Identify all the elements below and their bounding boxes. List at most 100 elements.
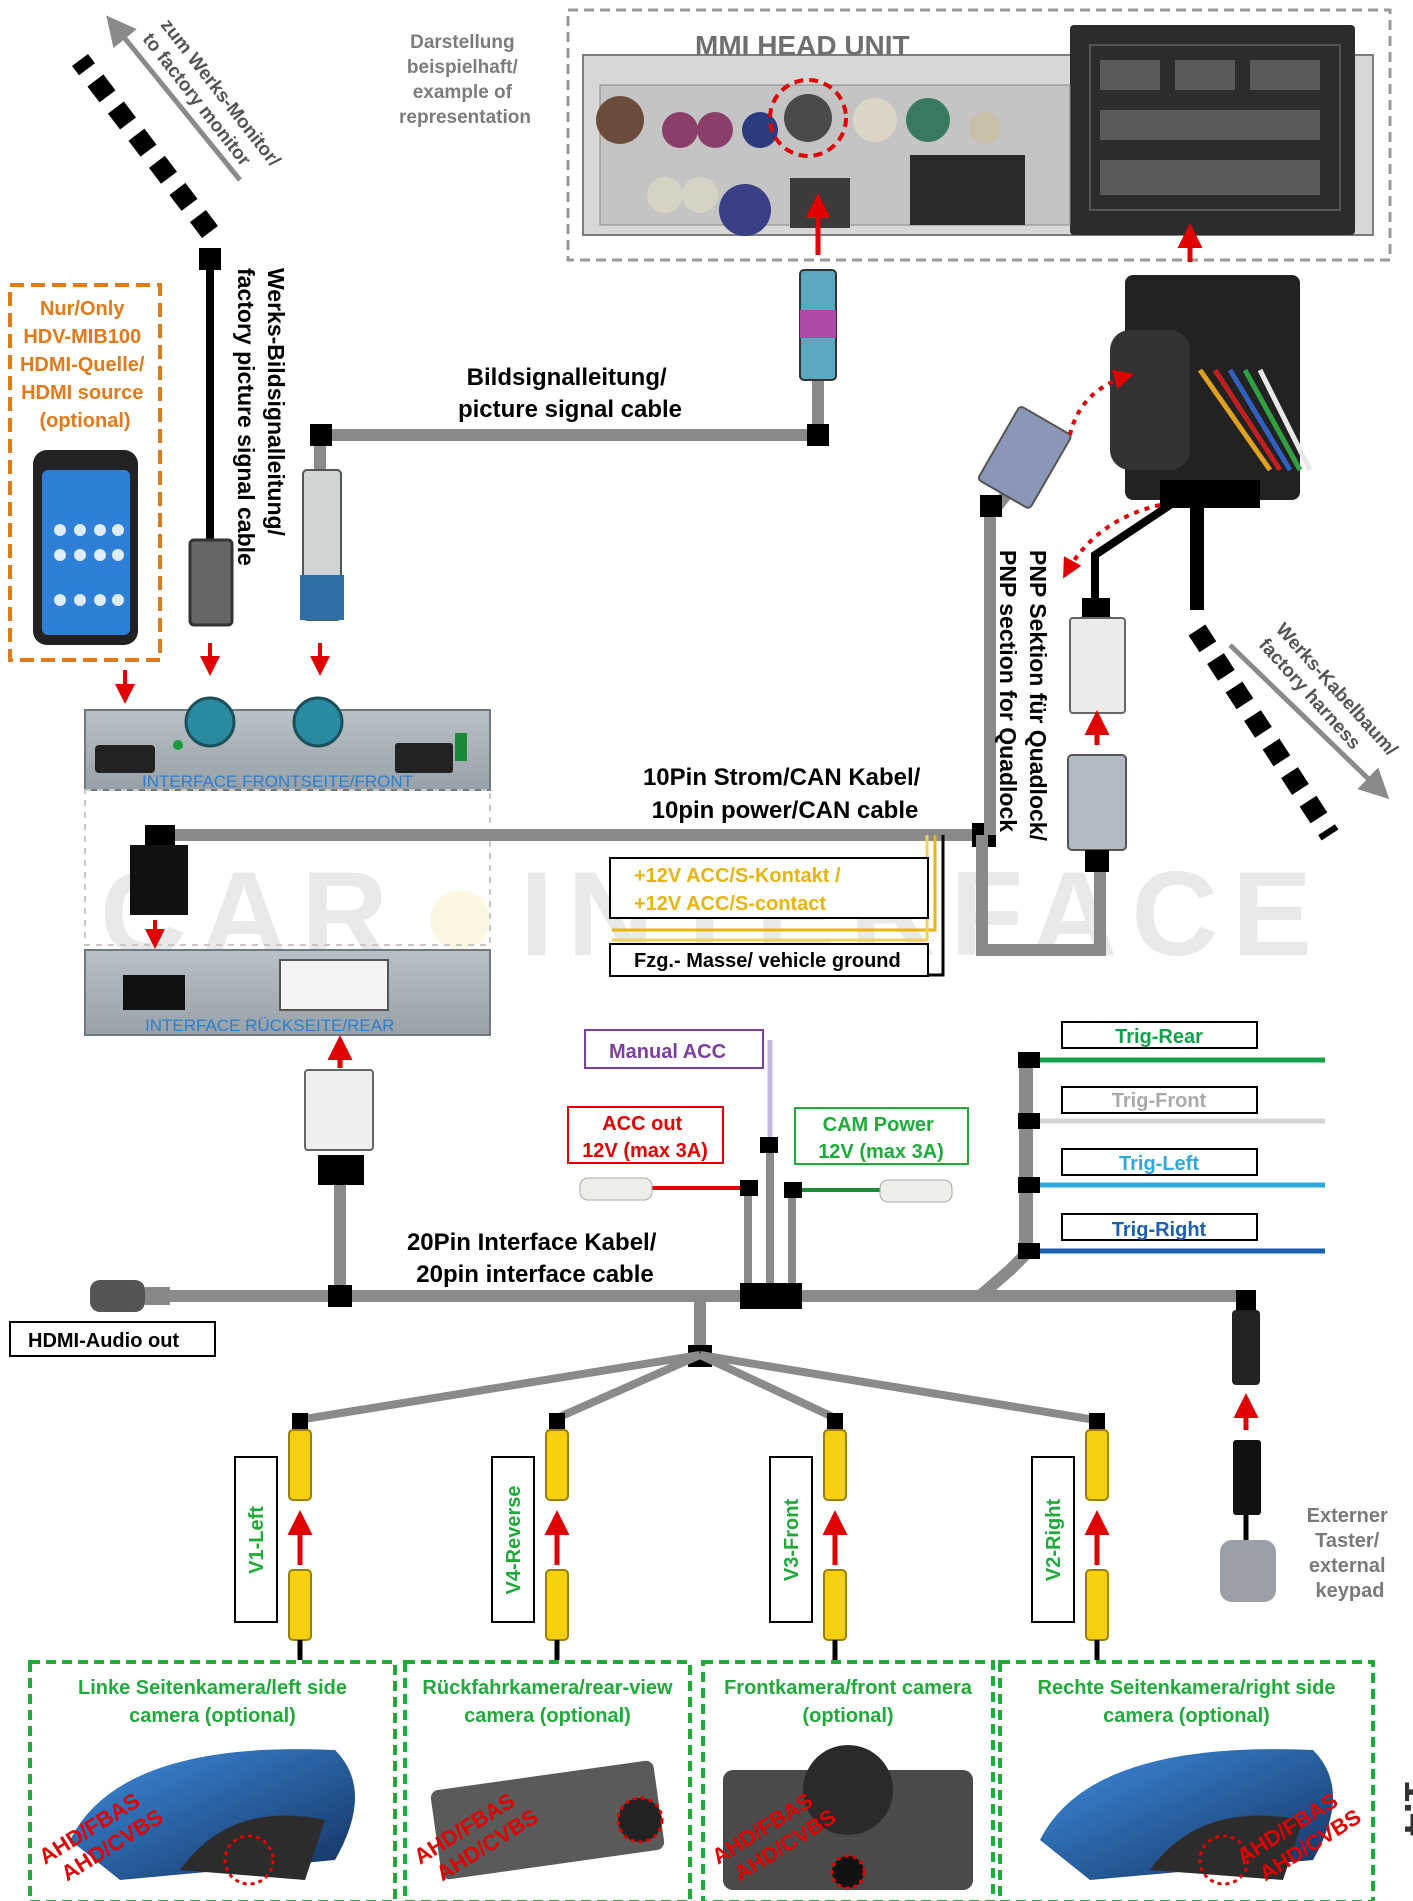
rca-female <box>545 1429 569 1501</box>
hdmi-source-frame <box>8 283 162 662</box>
vehicle-ground-label: Fzg.- Masse/ vehicle ground <box>634 950 901 972</box>
vehicle-ground-box <box>609 943 929 977</box>
manual-acc-label: Manual ACC <box>609 1041 726 1063</box>
trig-right-box <box>1061 1213 1258 1241</box>
acc-out-plug <box>579 1177 653 1201</box>
keypad-button <box>1220 1540 1276 1602</box>
manual-acc-box <box>584 1029 764 1069</box>
video-input-label: V4-Reverse <box>503 1486 525 1595</box>
trig-left-box <box>1061 1148 1258 1176</box>
video-input-2: V3-Front <box>769 1413 848 1660</box>
hdmi-source-label: Nur/Only HDV-MIB100 HDMI-Quelle/ HDMI so… <box>20 298 150 432</box>
10pin-socket <box>123 975 185 1010</box>
power-can-cable: 10Pin Strom/CAN Kabel/ 10pin power/CAN c… <box>130 764 996 977</box>
picture-signal-cable-label: Bildsignalleitung/ picture signal cable <box>458 364 682 423</box>
acc-contact-label: +12V ACC/S-Kontakt / +12V ACC/S-contact <box>634 865 846 915</box>
usb-port <box>395 743 453 773</box>
factory-harness: Werks-Kabelbaum/ factory harness <box>1188 619 1402 841</box>
video-input-label-box <box>234 1456 278 1623</box>
factory-fakra-connector <box>188 538 234 627</box>
target-port-marker <box>768 78 848 158</box>
hdmi-audio-label: HDMI-Audio out <box>28 1330 179 1352</box>
acc-contact-box <box>609 857 929 919</box>
cam-power-label: CAM Power 12V (max 3A) <box>818 1114 944 1163</box>
video-input-label: V2-Right <box>1043 1499 1065 1582</box>
trig-front-box <box>1061 1086 1258 1114</box>
camera-panel-frame <box>28 1660 397 1901</box>
trig-right-label: Trig-Right <box>1112 1219 1207 1241</box>
fakra-sockets <box>596 94 1025 236</box>
acc-out-box <box>567 1106 724 1164</box>
pnp-plug-gray <box>1067 754 1127 851</box>
interface-rear-label: INTERFACE RÜCKSEITE/REAR <box>145 1016 394 1035</box>
rca-female <box>823 1429 847 1501</box>
interface-cable-label: 20Pin Interface Kabel/ 20pin interface c… <box>407 1229 663 1288</box>
camera-panel-frame <box>701 1660 995 1901</box>
interface-rear: INTERFACE RÜCKSEITE/REAR <box>84 949 491 1036</box>
video-input-1: V4-Reverse <box>491 1413 570 1660</box>
rca-male <box>1085 1569 1109 1641</box>
video-inputs: V1-Left V4-Reverse V3-Front V2-Right <box>234 1413 1110 1660</box>
20pin-socket <box>279 959 389 1011</box>
interface-outline <box>84 789 491 946</box>
trig-left-label: Trig-Left <box>1119 1153 1199 1175</box>
interface-front-label: INTERFACE FRONTSEITE/FRONT <box>142 772 413 791</box>
power-can-label: 10Pin Strom/CAN Kabel/ 10pin power/CAN c… <box>643 764 927 824</box>
rear-camera-image <box>430 1760 665 1880</box>
interface-front: INTERFACE FRONTSEITE/FRONT <box>84 696 491 791</box>
trig-rear-label: Trig-Rear <box>1115 1026 1203 1048</box>
trig-front-label: Trig-Front <box>1112 1090 1207 1112</box>
pnp-plug-white <box>1069 617 1126 714</box>
interface-harness: 20Pin Interface Kabel/ 20pin interface c… <box>9 1035 1251 1367</box>
head-unit-title: MMI HEAD UNIT <box>695 30 910 61</box>
rca-male <box>823 1569 847 1641</box>
rca-male <box>288 1569 312 1641</box>
video-input-3: V2-Right <box>1031 1413 1110 1660</box>
20pin-plug <box>304 1069 374 1151</box>
rca-male <box>545 1569 569 1641</box>
fakra-port-2 <box>292 696 344 748</box>
10pin-plug <box>130 845 188 915</box>
pnp-plug-upper <box>977 406 1072 509</box>
keypad-socket <box>1232 1310 1260 1385</box>
camera-panel-frame <box>403 1660 692 1901</box>
acc-out-label: ACC out 12V (max 3A) <box>582 1113 708 1162</box>
head-unit: MMI HEAD UNIT Darstellung beispielhaft/ … <box>399 8 1392 262</box>
external-keypad: Externer Taster/ external keypad <box>1220 1290 1394 1602</box>
keypad-plug <box>1233 1440 1261 1515</box>
page-edge-marker: 1.4 <box>1396 1780 1413 1836</box>
cam-power-plug <box>879 1179 953 1203</box>
head-unit-frame <box>566 8 1392 262</box>
trig-rear-box <box>1061 1021 1258 1049</box>
factory-picture-cable-label: Werks-Bildsignalleitung/ factory picture… <box>233 268 289 566</box>
picture-signal-cable: Bildsignalleitung/ picture signal cable <box>300 269 837 621</box>
pnp-section: PNP Sektion für Quadlock/ PNP section fo… <box>976 275 1313 956</box>
video-input-label: V3-Front <box>781 1499 803 1582</box>
cam-power-box <box>794 1107 969 1165</box>
video-input-label-box <box>491 1456 535 1623</box>
rca-female <box>288 1429 312 1501</box>
hdmi-port <box>95 745 155 773</box>
pnp-section-label: PNP Sektion für Quadlock/ PNP section fo… <box>995 550 1051 847</box>
camera-title: Frontkamera/front camera(optional) <box>724 1677 973 1727</box>
hdmi-source: Nur/Only HDV-MIB100 HDMI-Quelle/ HDMI so… <box>8 283 162 704</box>
video-input-label-box <box>769 1456 813 1623</box>
camera-fanout <box>297 1351 1096 1424</box>
external-keypad-label: Externer Taster/ external keypad <box>1307 1505 1394 1602</box>
camera-panel-2: Frontkamera/front camera(optional)AHD/FB… <box>701 1660 995 1901</box>
trigger-wires: Trig-Rear Trig-Front Trig-Left Trig-Righ… <box>1018 1021 1325 1259</box>
camera-panel-frame <box>998 1660 1375 1901</box>
fakra-port-1 <box>184 696 236 748</box>
head-unit-note: Darstellung beispielhaft/ example of rep… <box>399 32 531 128</box>
video-input-label-box <box>1031 1456 1075 1623</box>
video-input-0: V1-Left <box>234 1413 313 1660</box>
video-input-label: V1-Left <box>246 1506 268 1574</box>
hdmi-audio-box <box>9 1321 216 1357</box>
